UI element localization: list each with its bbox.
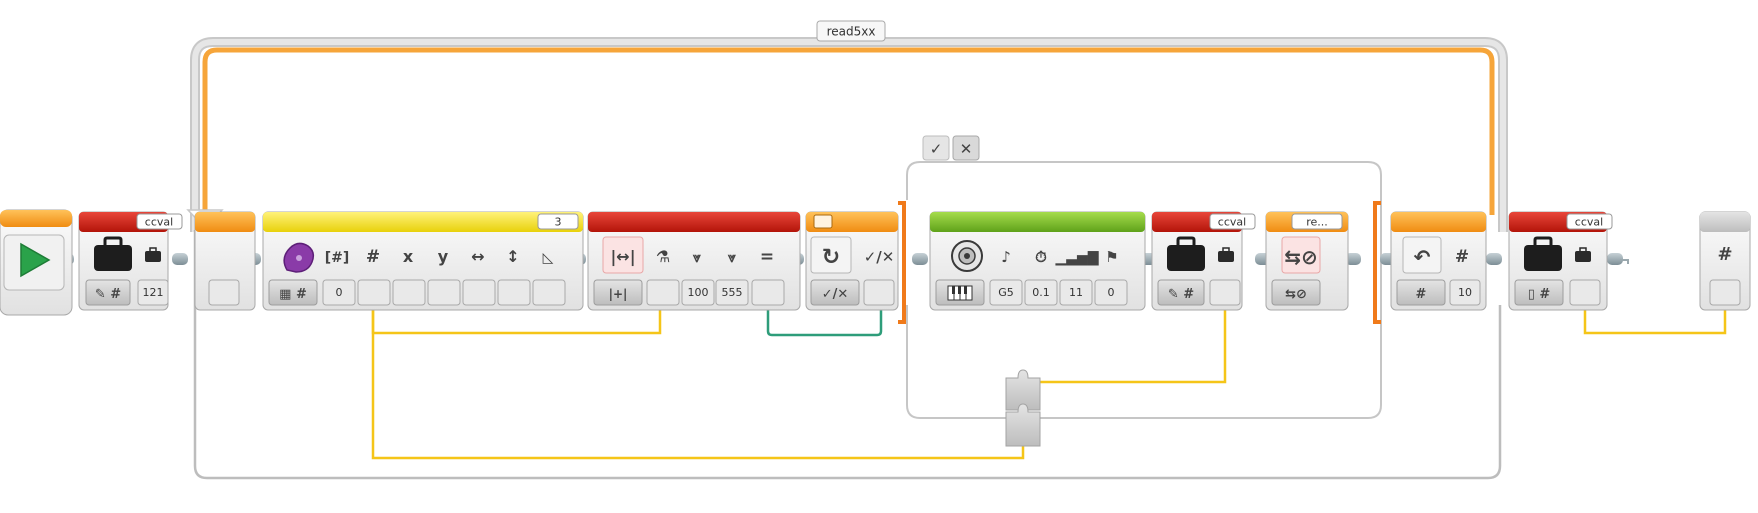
variable-block-read-3[interactable]: ccval ▯ #	[1508, 211, 1629, 311]
loop-mode-selector[interactable]	[1396, 279, 1446, 306]
svg-text:0.1: 0.1	[1032, 286, 1050, 299]
loop-name: read5xx	[827, 25, 876, 39]
play-type-flag-icon: ⚑	[1105, 248, 1118, 266]
read-numeric-icon: ▯ #	[1528, 287, 1551, 302]
height-icon: ↕	[506, 247, 519, 266]
upper-bound-icon: ⩔	[727, 250, 736, 266]
math-value[interactable]: 3	[555, 216, 562, 229]
volume-input[interactable]	[1059, 279, 1093, 306]
logic-result-icon: ✓/✕	[864, 248, 895, 266]
write-numeric-icon: ✎ #	[95, 287, 121, 302]
range-low-input[interactable]	[681, 279, 715, 306]
loop-interrupt-icon: ⇆⊘	[1284, 245, 1318, 269]
mode-selector[interactable]	[1514, 279, 1564, 306]
small-suitcase-icon	[1218, 247, 1234, 262]
x-param-icon: x	[403, 247, 414, 266]
small-suitcase-icon	[1575, 247, 1591, 262]
duration-input[interactable]	[1024, 279, 1058, 306]
y-param-icon: y	[438, 247, 449, 266]
loop-count-input[interactable]	[1449, 279, 1481, 306]
note-icon: ♪	[1001, 248, 1011, 266]
svg-text:10: 10	[1458, 286, 1472, 299]
switch-block[interactable]: ↻ ✓/✕ ✓/✕	[805, 211, 899, 311]
suitcase-icon	[94, 236, 132, 271]
switch-frame[interactable]	[898, 161, 1382, 419]
data-hub[interactable]	[1005, 369, 1041, 447]
loop-start-block[interactable]	[194, 211, 256, 311]
keypad-numeric-icon: ▦ #	[279, 287, 307, 302]
angle-icon: ◺	[543, 250, 554, 266]
test-value-icon: ⚗	[656, 247, 670, 266]
sound-block[interactable]: ♪ ⏱ ▁▃▅▇ ⚑ G5 0.1 11 0	[929, 211, 1146, 311]
hash-icon: #	[1717, 244, 1732, 265]
switch-icon: ↻	[822, 245, 840, 270]
variable-name[interactable]: ccval	[1218, 216, 1246, 229]
variable-name[interactable]: ccval	[145, 216, 173, 229]
svg-text:0: 0	[1108, 286, 1115, 299]
svg-text:G5: G5	[998, 286, 1014, 299]
numeric-block[interactable]: #	[1699, 211, 1751, 311]
count-mode-icon: #	[1416, 287, 1427, 302]
loop-interrupt-block[interactable]: re... ⇆⊘ ⇆⊘	[1265, 211, 1349, 311]
range-icon: |↔|	[610, 247, 635, 267]
stopwatch-icon: ⏱	[1035, 248, 1047, 266]
numeric-output[interactable]	[1709, 279, 1741, 306]
variable-block-write-2[interactable]: ccval ✎ #	[1151, 211, 1256, 311]
svg-text:555: 555	[722, 286, 743, 299]
math-mode-selector[interactable]	[268, 279, 318, 306]
mode-selector[interactable]	[85, 279, 131, 306]
range-block[interactable]: |↔| ⚗ ⩔ ⩔ = |+| 100 555	[587, 211, 801, 311]
hash-icon: #	[1455, 247, 1469, 267]
speaker-icon	[951, 240, 983, 272]
value-input[interactable]	[137, 279, 169, 306]
svg-text:100: 100	[688, 286, 709, 299]
close-icon: ✕	[960, 140, 973, 158]
loop-name-tab[interactable]: read5xx	[816, 20, 886, 42]
value-input[interactable]	[1209, 279, 1241, 306]
note-input[interactable]	[989, 279, 1023, 306]
suitcase-icon	[1167, 236, 1205, 271]
math-input[interactable]	[322, 279, 356, 306]
volume-icon: ▁▃▅▇	[1054, 250, 1098, 266]
logic-mode-icon: ✓/✕	[822, 287, 849, 302]
variable-block-write-1[interactable]: ccval ✎ # 121	[78, 211, 183, 311]
mode-selector[interactable]	[1157, 279, 1205, 306]
switch-case-tabs[interactable]: ✓ ✕	[922, 135, 980, 161]
play-type-input[interactable]	[1094, 279, 1128, 306]
interrupt-mode-icon: ⇆⊘	[1285, 287, 1307, 302]
suitcase-icon	[1524, 236, 1562, 271]
variable-name[interactable]: ccval	[1575, 216, 1603, 229]
result-icon: =	[760, 247, 774, 267]
value-output[interactable]	[1569, 279, 1601, 306]
inside-range-icon: |+|	[609, 287, 628, 301]
loop-icon: ↶	[1414, 245, 1431, 269]
lower-bound-icon: ⩔	[692, 250, 701, 266]
piano-icon	[947, 285, 973, 301]
hash-icon: #	[366, 247, 380, 267]
loop-index-block[interactable]: ↶ # # 10	[1390, 211, 1487, 311]
width-icon: ↔	[471, 247, 484, 266]
svg-text:121: 121	[143, 286, 164, 299]
play-icon[interactable]	[20, 242, 51, 278]
loop-frame[interactable]	[186, 37, 1508, 480]
start-block[interactable]	[0, 209, 73, 316]
case-true-tab[interactable]	[922, 135, 950, 161]
switch-mode-selector[interactable]	[810, 279, 860, 306]
small-suitcase-icon	[145, 247, 161, 262]
interrupt-mode-selector[interactable]	[1271, 279, 1321, 306]
data-wires	[371, 305, 1727, 460]
check-icon: ✓	[930, 140, 943, 158]
input-number-icon: [#]	[325, 250, 350, 266]
svg-text:0: 0	[336, 286, 343, 299]
case-false-tab[interactable]	[952, 135, 980, 161]
svg-text:11: 11	[1069, 286, 1083, 299]
range-high-input[interactable]	[715, 279, 749, 306]
loop-interrupt-name[interactable]: re...	[1306, 216, 1328, 229]
gyro-sensor-icon	[283, 242, 315, 273]
range-mode-selector[interactable]	[593, 279, 643, 306]
write-numeric-icon: ✎ #	[1168, 287, 1194, 302]
math-block[interactable]: 3 [#] # x y ↔ ↕ ◺ ▦ # 0	[262, 211, 584, 311]
